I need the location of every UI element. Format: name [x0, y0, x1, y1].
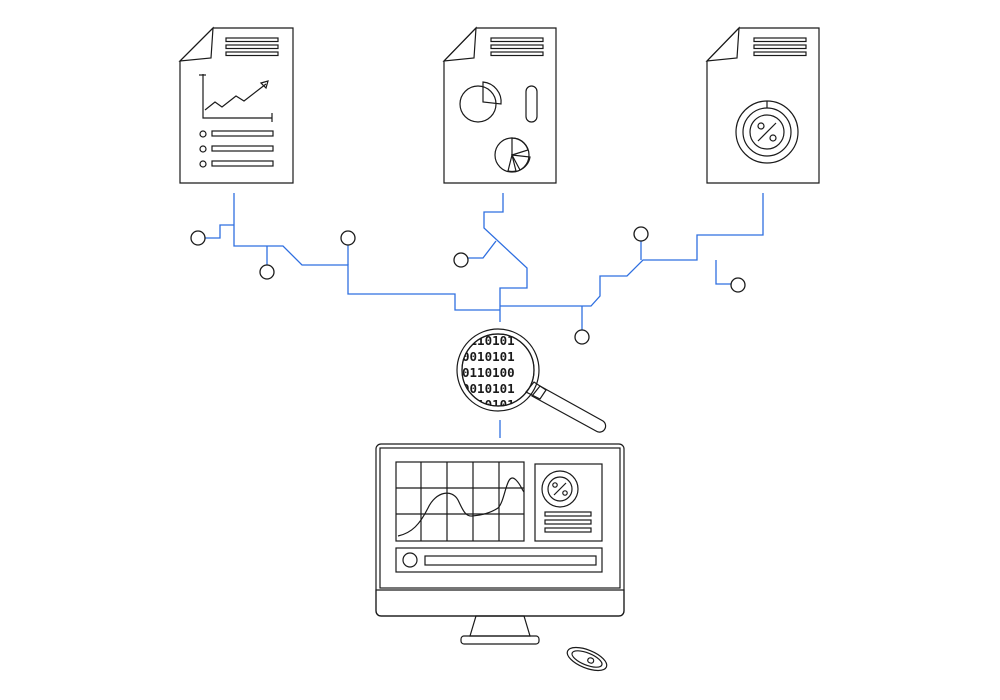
binary-line: 0110101: [462, 397, 515, 412]
network-node: [633, 226, 649, 242]
doc-header-lines: [225, 37, 279, 57]
binary-line: 0010101: [462, 381, 515, 396]
center-doc-connector: [483, 193, 528, 322]
dashboard-percent-panel: [534, 463, 603, 542]
monitor-chin: [375, 589, 625, 617]
dashboard-chart-panel: [395, 461, 525, 542]
monitor-stand: [469, 615, 531, 637]
left-node-connector-a: [198, 224, 234, 239]
desktop-monitor-icon: [375, 443, 625, 645]
network-node: [259, 264, 275, 280]
network-node: [730, 277, 746, 293]
pie-chart-report-icon: [442, 26, 557, 184]
network-node: [190, 230, 206, 246]
binary-line: 0010101: [462, 349, 515, 364]
percent-report-icon: [705, 26, 820, 184]
network-node: [453, 252, 469, 268]
binary-line: 0110100: [462, 365, 515, 380]
monitor-screen: [379, 447, 621, 589]
large-pie-chart-icon: [459, 81, 502, 123]
bullet-list-icon: [199, 130, 274, 168]
dashboard-progress-panel: [395, 547, 603, 573]
small-pie-chart-icon: [494, 137, 531, 173]
computer-mouse-icon: [566, 646, 608, 672]
doc-header-lines: [490, 37, 544, 57]
monitor-stand-base: [460, 635, 540, 645]
trend-chart-icon: [199, 74, 273, 122]
network-node: [340, 230, 356, 246]
magnifier-handle: [531, 385, 607, 433]
percent-badge-icon: [735, 100, 799, 164]
pill-bar-icon: [525, 85, 538, 123]
magnifying-glass-icon: 0110101 0010101 0110100 0010101 0110101: [456, 328, 607, 433]
network-node: [574, 329, 590, 345]
doc-header-lines: [753, 37, 807, 57]
magnifier-rim: [456, 328, 540, 412]
line-chart-report-icon: [178, 26, 294, 184]
right-doc-connector: [500, 193, 764, 307]
left-doc-connector: [233, 193, 500, 311]
circuit-network: [190, 193, 764, 438]
